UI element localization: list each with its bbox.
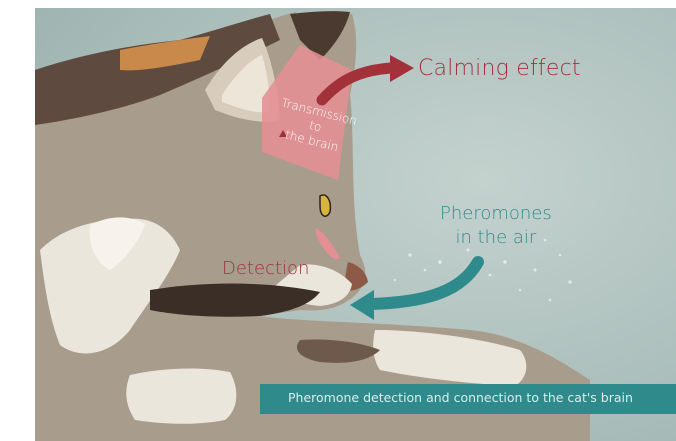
pheromones-line-2: in the air xyxy=(440,226,552,250)
pheromones-label: Pheromones in the air xyxy=(440,202,552,250)
left-white-margin xyxy=(0,0,35,441)
caption-text: Pheromone detection and connection to th… xyxy=(288,390,633,405)
pheromones-line-1: Pheromones xyxy=(440,202,552,226)
calming-effect-label: Calming effect xyxy=(418,56,581,81)
detection-label: Detection xyxy=(222,258,309,279)
cat-eye xyxy=(320,195,330,216)
